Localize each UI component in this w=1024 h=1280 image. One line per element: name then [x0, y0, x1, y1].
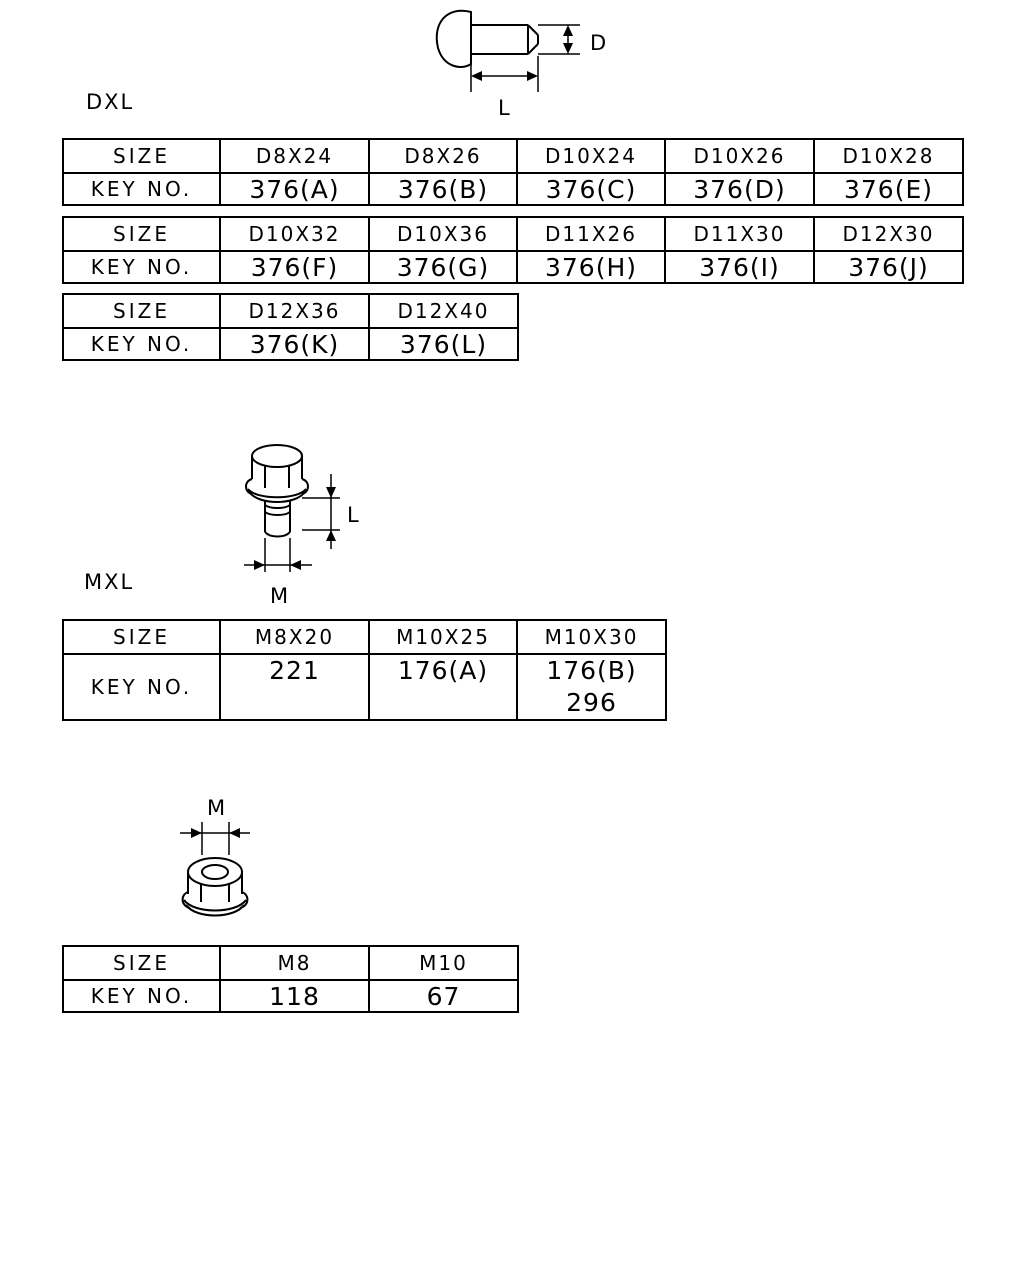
key-header: KEY NO.: [62, 172, 221, 206]
bolt-dim-l-label: L: [347, 503, 359, 527]
rivet-table-1: SIZE D8X24 D8X26 D10X24 D10X26 D10X28 KE…: [62, 138, 964, 206]
size-cell: D10X24: [516, 138, 666, 174]
rivet-table-2: SIZE D10X32 D10X36 D11X26 D11X30 D12X30 …: [62, 216, 964, 284]
flange-bolt-drawing: L M: [244, 444, 359, 608]
key-cell: 376(C): [516, 172, 666, 206]
size-cell: D12X40: [368, 293, 519, 329]
key-value: 176(B): [546, 656, 637, 685]
key-cell: 376(B): [368, 172, 518, 206]
key-header: KEY NO.: [62, 653, 221, 721]
size-cell: M10: [368, 945, 519, 981]
key-cell: 376(F): [219, 250, 370, 284]
flange-nut-drawing: M: [180, 796, 250, 917]
size-header: SIZE: [62, 619, 221, 655]
size-cell: D10X36: [368, 216, 518, 252]
size-cell: M8: [219, 945, 370, 981]
size-cell: D11X26: [516, 216, 666, 252]
rivet-drawing: D L: [435, 9, 606, 120]
size-header: SIZE: [62, 138, 221, 174]
key-cell: 67: [368, 979, 519, 1013]
size-cell: D10X26: [664, 138, 815, 174]
rivet-table-3: SIZE D12X36 D12X40 KEY NO. 376(K) 376(L): [62, 293, 519, 361]
key-header: KEY NO.: [62, 250, 221, 284]
size-cell: D11X30: [664, 216, 815, 252]
size-cell: M8X20: [219, 619, 370, 655]
size-cell: D12X30: [813, 216, 964, 252]
rivet-head-shape: [435, 9, 472, 68]
size-cell: D8X24: [219, 138, 370, 174]
key-value: 296: [566, 688, 617, 717]
size-header: SIZE: [62, 293, 221, 329]
key-cell: 118: [219, 979, 370, 1013]
key-cell: 176(B) 296: [516, 653, 667, 721]
nut-table: SIZE M8 M10 KEY NO. 118 67: [62, 945, 519, 1013]
nut-dim-m-label: M: [207, 796, 225, 820]
key-cell: 376(I): [664, 250, 815, 284]
size-cell: D8X26: [368, 138, 518, 174]
key-header: KEY NO.: [62, 979, 221, 1013]
size-cell: M10X25: [368, 619, 518, 655]
key-header: KEY NO.: [62, 327, 221, 361]
key-cell: 376(H): [516, 250, 666, 284]
bolt-table: SIZE M8X20 M10X25 M10X30 KEY NO. 221 176…: [62, 619, 667, 721]
key-cell: 376(K): [219, 327, 370, 361]
key-value: 221: [269, 656, 320, 685]
size-cell: D10X28: [813, 138, 964, 174]
key-value: 176(A): [397, 656, 489, 685]
key-cell: 376(E): [813, 172, 964, 206]
size-cell: D10X32: [219, 216, 370, 252]
key-cell: 376(J): [813, 250, 964, 284]
key-cell: 376(G): [368, 250, 518, 284]
bolt-section-label: MXL: [84, 570, 135, 594]
rivet-section-label: DXL: [86, 90, 135, 114]
key-cell: 221: [219, 653, 370, 721]
rivet-dim-d-label: D: [590, 31, 606, 55]
key-cell: 376(D): [664, 172, 815, 206]
size-header: SIZE: [62, 945, 221, 981]
bolt-dim-m-label: M: [270, 584, 288, 608]
rivet-dim-l-label: L: [498, 96, 510, 120]
key-cell: 376(A): [219, 172, 370, 206]
size-header: SIZE: [62, 216, 221, 252]
key-cell: 376(L): [368, 327, 519, 361]
key-cell: 176(A): [368, 653, 518, 721]
size-cell: D12X36: [219, 293, 370, 329]
size-cell: M10X30: [516, 619, 667, 655]
